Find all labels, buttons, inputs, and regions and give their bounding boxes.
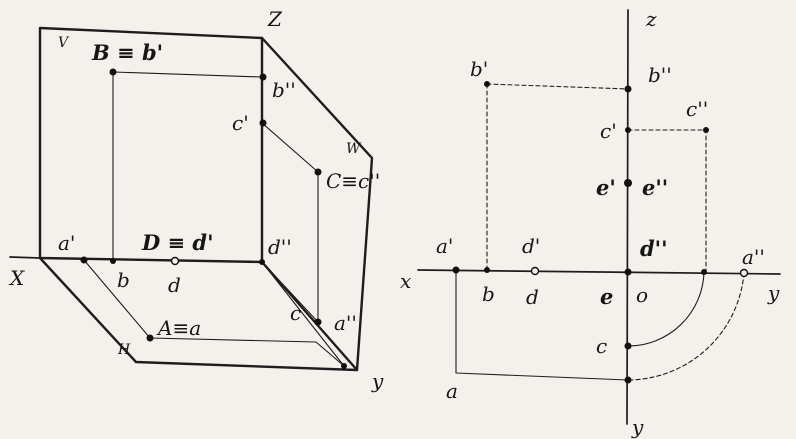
label-plane-w: W bbox=[346, 141, 362, 157]
projection-box: V Z B ≡ b' b'' c' W C≡c'' a' D ≡ d' d'' … bbox=[8, 7, 384, 393]
point-c bbox=[624, 342, 632, 350]
label-plane-v: V bbox=[58, 35, 70, 51]
label-point-c1: c' bbox=[232, 111, 249, 135]
label-point-d: d bbox=[168, 273, 181, 297]
label-point-c: c bbox=[290, 301, 301, 325]
label-point-a2: a'' bbox=[334, 311, 357, 335]
label-point-a: a bbox=[446, 379, 458, 403]
label-plane-h: H bbox=[117, 342, 131, 358]
label-point-D: D ≡ d' bbox=[141, 230, 214, 255]
point-b2 bbox=[259, 73, 267, 81]
point-A bbox=[146, 334, 154, 342]
point-a-axis bbox=[624, 376, 632, 384]
c-projector-w bbox=[261, 122, 319, 173]
w-plane-outline bbox=[260, 36, 374, 372]
label-point-c2: c'' bbox=[686, 97, 708, 121]
point-d2 bbox=[259, 259, 265, 265]
b-horizontal-line bbox=[112, 71, 263, 78]
x-axis-extension bbox=[9, 256, 41, 259]
label-point-b2: b'' bbox=[272, 78, 296, 102]
label-point-e1: e' bbox=[596, 175, 616, 200]
label-point-b: b bbox=[482, 282, 495, 306]
point-e bbox=[624, 179, 632, 187]
label-axis-y-left: y bbox=[371, 369, 384, 393]
a-to-h-line bbox=[83, 259, 151, 339]
label-point-a1: a' bbox=[436, 234, 453, 258]
point-a2 bbox=[739, 268, 749, 278]
h-plane-outline bbox=[38, 256, 359, 372]
point-c-axis bbox=[701, 269, 707, 275]
point-d1 bbox=[530, 266, 540, 276]
point-b bbox=[110, 258, 116, 264]
point-d2 bbox=[624, 268, 632, 276]
a-horizontal-line bbox=[149, 337, 345, 367]
label-point-b1: b' bbox=[470, 57, 488, 81]
label-point-d1: d' bbox=[522, 234, 540, 258]
z-y-vertical-axis bbox=[626, 9, 629, 425]
label-point-e2: e'' bbox=[642, 175, 668, 200]
label-point-b: b bbox=[117, 268, 130, 292]
label-point-d2: d'' bbox=[640, 236, 668, 261]
x-y-horizontal-axis bbox=[417, 269, 781, 275]
label-point-c: c bbox=[596, 334, 607, 358]
epure-drawing: z b' b'' c' c'' e' e'' a' d' d'' a'' x b… bbox=[400, 7, 781, 439]
point-c1 bbox=[625, 127, 631, 133]
a-projection-lines bbox=[455, 269, 629, 381]
point-b2 bbox=[624, 85, 632, 93]
point-c1 bbox=[259, 119, 267, 127]
label-point-d: d bbox=[526, 285, 539, 309]
point-B bbox=[109, 68, 117, 76]
label-point-c1: c' bbox=[600, 119, 617, 143]
a-arc bbox=[627, 272, 745, 381]
label-point-a1: a' bbox=[58, 231, 75, 255]
label-axis-y-right: y bbox=[767, 281, 780, 305]
label-point-d2: d'' bbox=[268, 235, 292, 259]
label-axis-z: z bbox=[645, 7, 657, 31]
point-a2-corner bbox=[341, 363, 347, 369]
label-axis-x: x bbox=[400, 269, 411, 293]
point-a1 bbox=[80, 256, 88, 264]
a-w-line bbox=[261, 261, 345, 367]
c-h-line bbox=[261, 261, 319, 323]
label-axis-y-down: y bbox=[631, 415, 644, 439]
label-point-b2: b'' bbox=[648, 63, 672, 87]
label-point-A: A≡a bbox=[156, 316, 201, 340]
label-point-C: C≡c'' bbox=[326, 169, 380, 193]
point-a1 bbox=[452, 266, 460, 274]
c-arc bbox=[627, 271, 705, 347]
point-b1 bbox=[484, 81, 490, 87]
point-C bbox=[314, 168, 322, 176]
label-axis-x-left: X bbox=[8, 266, 25, 290]
point-D bbox=[170, 256, 180, 266]
point-c bbox=[314, 318, 322, 326]
label-point-a2: a'' bbox=[742, 245, 765, 269]
label-axis-z-left: Z bbox=[267, 7, 283, 31]
label-point-e: e bbox=[600, 284, 613, 309]
label-point-B: B ≡ b' bbox=[91, 40, 163, 65]
label-origin: o bbox=[636, 283, 648, 307]
point-c2 bbox=[703, 127, 709, 133]
b-horizontal-line bbox=[486, 83, 629, 90]
point-b bbox=[484, 267, 490, 273]
